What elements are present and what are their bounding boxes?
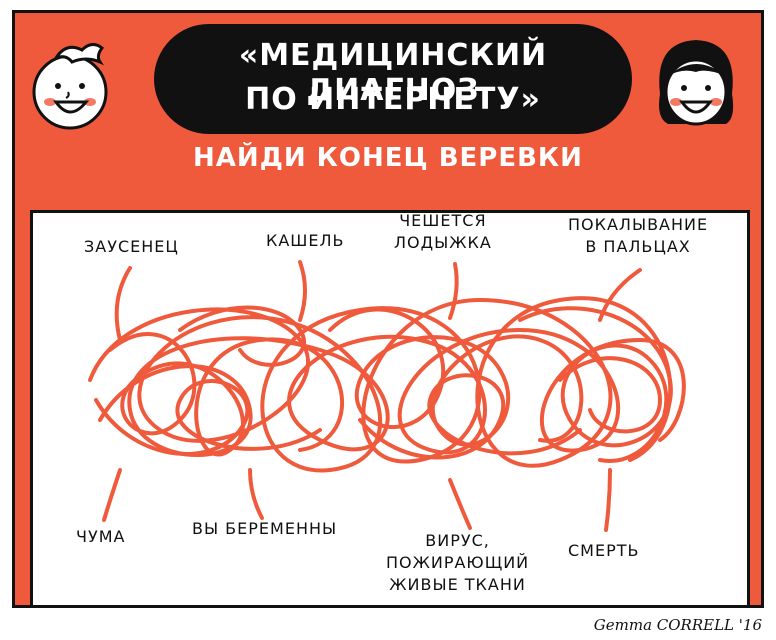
boy-face-icon bbox=[32, 43, 108, 130]
subtitle: НАЙДИ КОНЕЦ ВЕРЕВКИ bbox=[193, 143, 583, 173]
label-pokalyvanie: ПОКАЛЫВАНИЕ В ПАЛЬЦАХ bbox=[568, 215, 709, 256]
label-virus: ВИРУС, ПОЖИРАЮЩИЙ ЖИВЫЕ ТКАНИ bbox=[386, 531, 530, 594]
girl-face-icon bbox=[659, 40, 734, 126]
label-smert: СМЕРТЬ bbox=[568, 541, 640, 560]
title-line-1: «МЕДИЦИНСКИЙ ДИАГНОЗ bbox=[238, 38, 548, 108]
label-zausenets: ЗАУСЕНЕЦ bbox=[84, 237, 179, 256]
label-kashel: КАШЕЛЬ bbox=[266, 231, 345, 250]
label-chuma: ЧУМА bbox=[76, 527, 126, 546]
label-beremenny: ВЫ БЕРЕМЕННЫ bbox=[192, 519, 338, 538]
title-line-2: ПО ИНТЕРНЕТУ» bbox=[245, 82, 541, 117]
signature: Gemma CORRELL '16 bbox=[593, 616, 762, 634]
title-pill: «МЕДИЦИНСКИЙ ДИАГНОЗ ПО ИНТЕРНЕТУ» bbox=[154, 24, 632, 134]
label-cheshetsya: ЧЕШЕТСЯ ЛОДЫЖКА bbox=[394, 211, 492, 252]
